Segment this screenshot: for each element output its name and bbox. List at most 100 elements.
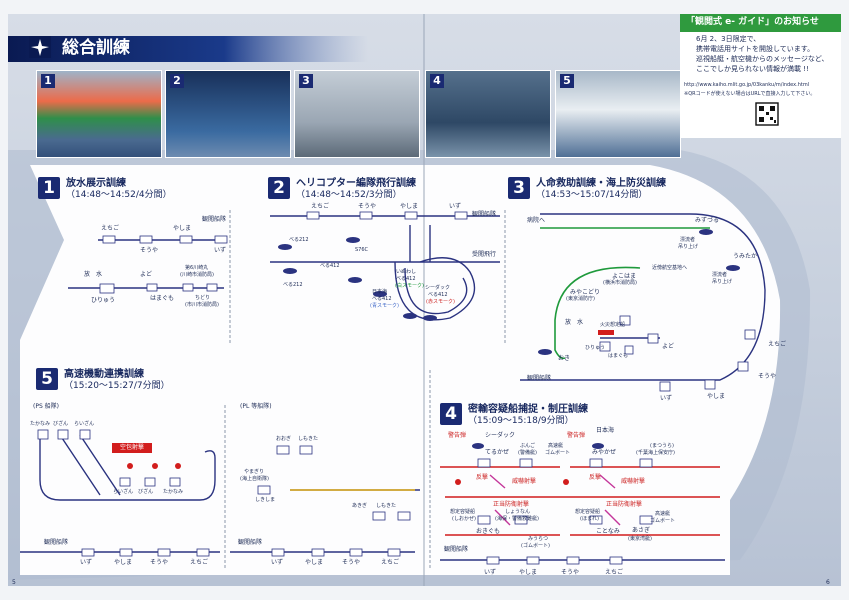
photo-number: 1 bbox=[41, 74, 55, 88]
diagram-label: 漂流者 bbox=[680, 237, 696, 243]
page-number-right: 6 bbox=[826, 579, 830, 586]
diagram-label: みやこどり bbox=[570, 289, 601, 296]
diagram-label: えちご bbox=[101, 225, 120, 232]
diagram-label: うみたか bbox=[733, 253, 758, 260]
diagram-label: ちどり bbox=[195, 295, 211, 301]
diagram-label: べる212 bbox=[283, 282, 303, 288]
diagram-label: 第6川崎丸 bbox=[185, 265, 209, 271]
qr-code-icon bbox=[756, 103, 778, 125]
diagram-label: (横浜市消防局) bbox=[603, 280, 637, 286]
diagram-label: 吊り上げ bbox=[678, 244, 699, 250]
diagram-label: S76C bbox=[355, 247, 369, 253]
diagram-label: べる412 bbox=[428, 292, 448, 298]
diagram-label: べる412 bbox=[320, 263, 340, 269]
diagram-label: よど bbox=[662, 343, 675, 350]
diagram-label: (市川市消防局) bbox=[185, 302, 219, 308]
blank-fire-label: 空包射撃 bbox=[112, 443, 152, 453]
diagram-label: あさぎ bbox=[632, 527, 651, 534]
diagram-label: 近傍航空基地へ bbox=[652, 265, 688, 271]
diagram-label: ひりゅう bbox=[91, 297, 116, 304]
diagram-label: (PL 等船隊) bbox=[240, 403, 272, 410]
diagram-label: 想定容疑船 bbox=[575, 509, 601, 515]
diagram-label: えちご bbox=[381, 559, 400, 566]
notice-note: ※QRコードが使えない場合はURLで直接入力して下さい。 bbox=[684, 91, 816, 97]
diagram-label: (白スモーク) bbox=[395, 283, 424, 289]
diagram-label: やしま bbox=[519, 569, 538, 576]
section-2-time: （14:48～14:52/3分間） bbox=[296, 190, 402, 200]
photo-4: 4 bbox=[425, 70, 551, 158]
diagram-label: らいざん bbox=[74, 421, 95, 427]
diagram-label: えちご bbox=[768, 341, 787, 348]
diagram-label: 日本海 bbox=[372, 289, 388, 295]
diagram-label: そうや bbox=[150, 559, 169, 566]
diagram-label: びざん bbox=[138, 489, 154, 495]
diagram-label: 警告弾 bbox=[567, 432, 586, 439]
page-title: 総合訓練 bbox=[62, 38, 130, 58]
diagram-label: 威嚇射撃 bbox=[512, 478, 537, 485]
diagram-label: 日本海 bbox=[596, 427, 615, 434]
diagram-label: (警備艇) bbox=[518, 450, 537, 456]
diagram-label: 観閲船隊 bbox=[202, 216, 227, 223]
diagram-label: みやかぜ bbox=[592, 449, 617, 456]
section-1-title: 放水展示訓練 bbox=[66, 178, 126, 189]
section-3-number: 3 bbox=[508, 177, 530, 199]
photo-number: 5 bbox=[560, 74, 574, 88]
notice-title: 「観閲式 e- ガイド」のお知らせ bbox=[686, 17, 819, 27]
diagram-label: 病院へ bbox=[527, 217, 546, 224]
diagram-label: シーダック bbox=[425, 285, 451, 291]
photo-2: 2 bbox=[165, 70, 291, 158]
diagram-label: (海保・警備救難艇) bbox=[495, 516, 539, 522]
photo-5: 5 bbox=[555, 70, 681, 158]
photo-1: 1 bbox=[36, 70, 162, 158]
diagram-label: そうや bbox=[140, 247, 159, 254]
diagram-label: 高速艇 bbox=[655, 511, 671, 517]
diagram-label: 警告弾 bbox=[448, 432, 467, 439]
section-4-title: 密輸容疑船捕捉・制圧訓練 bbox=[468, 404, 588, 415]
diagram-label: いぬわし bbox=[396, 269, 417, 275]
photo-number: 4 bbox=[430, 74, 444, 88]
section-3-title: 人命救助訓練・海上防災訓練 bbox=[536, 178, 666, 189]
diagram-label: いず bbox=[660, 395, 673, 402]
diagram-label: たかなみ bbox=[30, 421, 51, 427]
diagram-label: 反撃 bbox=[589, 474, 602, 481]
diagram-label: 正当防衛射撃 bbox=[493, 501, 530, 508]
diagram-label: ぶんご bbox=[520, 443, 536, 449]
diagram-label: 観閲船隊 bbox=[238, 539, 263, 546]
section-2-number: 2 bbox=[268, 177, 290, 199]
diagram-label: べる212 bbox=[289, 237, 309, 243]
diagram-label: シーダック bbox=[485, 432, 516, 439]
diagram-label: しきしま bbox=[255, 497, 276, 503]
diagram-label: 威嚇射撃 bbox=[621, 478, 646, 485]
diagram-label: おおぎ bbox=[276, 436, 292, 442]
notice-url[interactable]: http://www.kaiho.mlit.go.jp/03kanku/m/in… bbox=[684, 82, 810, 88]
diagram-label: みずづる bbox=[695, 217, 720, 224]
diagram-label: 放 水 bbox=[565, 319, 584, 326]
diagram-label: たかなみ bbox=[163, 489, 184, 495]
diagram-label: 漂流者 bbox=[712, 272, 728, 278]
diagram-label: (赤スモーク) bbox=[426, 299, 455, 305]
section-5-title: 高速機動連携訓練 bbox=[64, 369, 144, 380]
diagram-label: (川崎市消防局) bbox=[180, 272, 214, 278]
diagram-label: あきぎ bbox=[352, 503, 368, 509]
photo-3: 3 bbox=[294, 70, 420, 158]
diagram-label: (東京消防庁) bbox=[566, 296, 595, 302]
section-1-number: 1 bbox=[38, 177, 60, 199]
diagram-label: ことなみ bbox=[596, 528, 620, 535]
diagram-label: いず bbox=[271, 559, 284, 566]
diagram-label: らいざん bbox=[113, 489, 134, 495]
diagram-label: やしま bbox=[114, 559, 133, 566]
diagram-label: (ほまれ) bbox=[580, 516, 599, 522]
diagram-label: 観閲船隊 bbox=[44, 539, 69, 546]
diagram-label: (PS 船隊) bbox=[33, 403, 60, 410]
photo-number: 3 bbox=[299, 74, 313, 88]
diagram-label: 正当防衛射撃 bbox=[606, 501, 643, 508]
diagram-label: そうや bbox=[758, 373, 777, 380]
diagram-label: そうや bbox=[561, 569, 580, 576]
section-5-number: 5 bbox=[36, 368, 58, 390]
diagram-label: 火災想定船 bbox=[600, 322, 626, 328]
diagram-label: そうや bbox=[342, 559, 361, 566]
diagram-label: そうや bbox=[358, 203, 377, 210]
diagram-label: おきぐも bbox=[476, 528, 501, 535]
diagram-label: (東京湾艇) bbox=[628, 536, 652, 542]
